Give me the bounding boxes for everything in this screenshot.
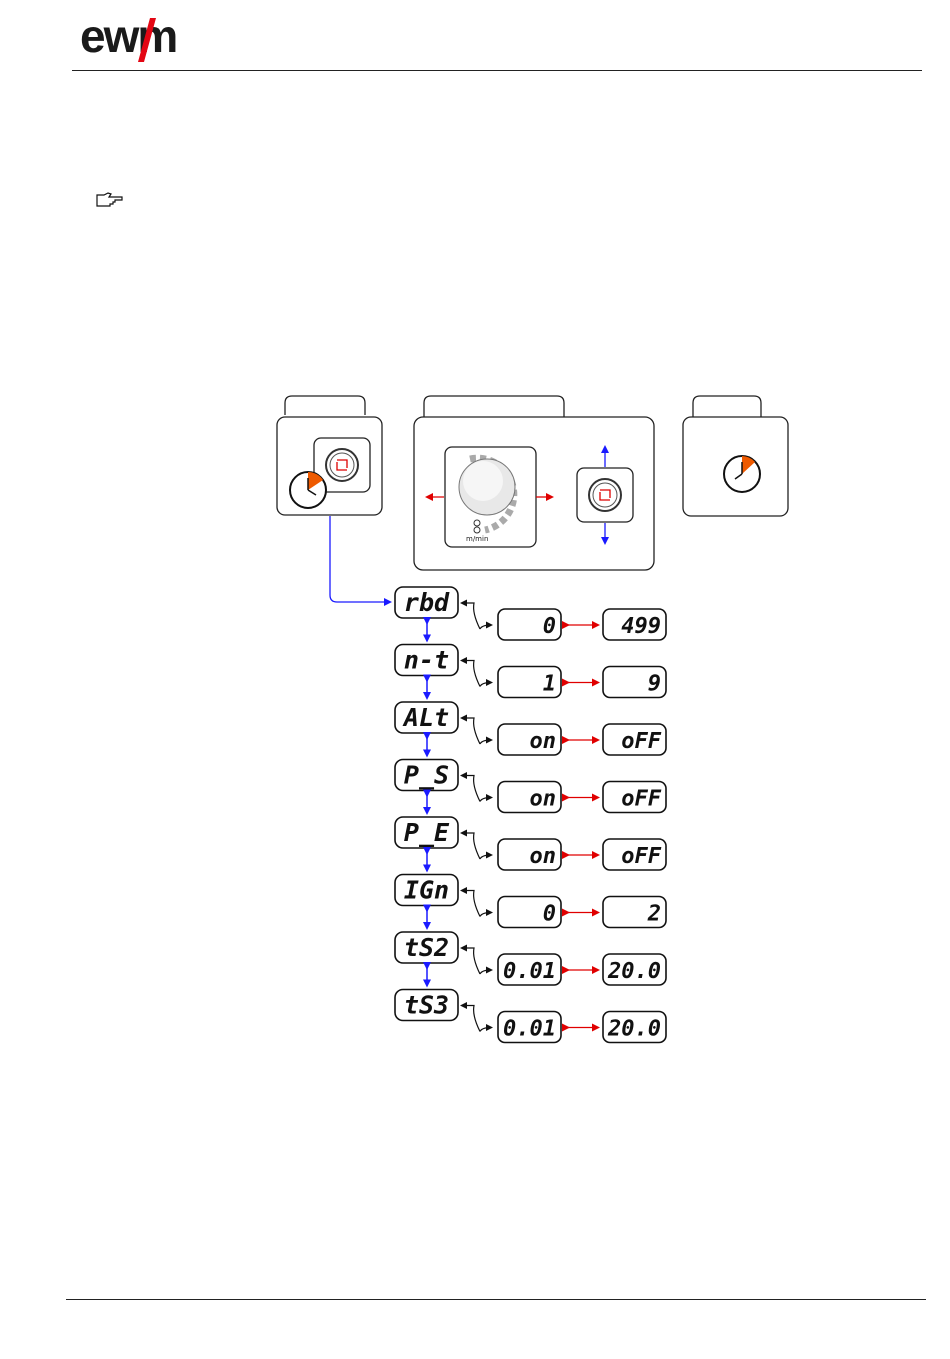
link-arrow: [480, 913, 491, 917]
min-value: on: [530, 729, 557, 754]
parameter-code: P_E: [404, 818, 450, 847]
max-value: oFF: [621, 844, 661, 869]
link-arrow: [480, 855, 491, 859]
knob-unit-label: m/min: [466, 535, 488, 543]
cycle-icon: [326, 449, 358, 481]
cycle-icon: [589, 479, 621, 511]
max-value-display: 20.0: [603, 954, 666, 985]
link-arrow: [462, 1006, 480, 1032]
link-arrow: [480, 740, 491, 744]
min-value-display: 0: [498, 897, 561, 928]
parameter-row: tS2 0.01 20.0: [395, 932, 666, 986]
min-value: 0.01: [503, 1017, 556, 1042]
min-value: 0.01: [503, 959, 556, 984]
max-value-display: 9: [603, 667, 666, 698]
min-value-display: on: [498, 724, 561, 755]
parameter-row: P_Son oFF: [395, 760, 666, 814]
max-value-display: oFF: [603, 839, 666, 870]
link-arrow: [462, 776, 480, 802]
min-value-display: 0: [498, 609, 561, 640]
link-arrow: [480, 683, 491, 687]
max-value: 9: [648, 672, 661, 697]
menu-entry-arrow: [330, 516, 390, 602]
parameter-code-display[interactable]: tS3: [395, 990, 458, 1021]
control-knob-panel[interactable]: m/min: [414, 396, 654, 570]
link-arrow: [462, 603, 480, 629]
link-arrow: [480, 970, 491, 974]
min-value: 1: [543, 672, 556, 697]
min-value-display: 0.01: [498, 954, 561, 985]
parameter-code: IGn: [404, 876, 449, 905]
link-arrow: [480, 1028, 491, 1032]
parameter-code: tS2: [404, 933, 449, 962]
max-value-display: oFF: [603, 782, 666, 813]
parameter-code-display[interactable]: P_S: [395, 760, 458, 791]
max-value: 499: [621, 614, 661, 639]
time-button-panel[interactable]: [277, 396, 382, 515]
min-value-display: on: [498, 782, 561, 813]
parameter-row: rbd 0 499: [395, 587, 666, 641]
parameter-row: ALt on oFF: [395, 702, 666, 756]
parameter-code-display[interactable]: n-t: [395, 645, 458, 676]
parameter-code-display[interactable]: IGn: [395, 875, 458, 906]
min-value-display: 0.01: [498, 1012, 561, 1043]
min-value-display: 1: [498, 667, 561, 698]
parameter-row: IGn 0 2: [395, 875, 666, 929]
max-value: 20.0: [607, 1017, 661, 1042]
link-arrow: [480, 625, 491, 629]
link-arrow: [462, 661, 480, 687]
min-value: 0: [543, 902, 556, 927]
link-arrow: [462, 891, 480, 917]
link-arrow: [462, 833, 480, 859]
parameter-code-display[interactable]: rbd: [395, 587, 458, 618]
clock-icon: [290, 472, 326, 508]
parameter-code: ALt: [402, 703, 449, 732]
max-value-display: oFF: [603, 724, 666, 755]
link-arrow: [480, 798, 491, 802]
min-value: on: [530, 787, 557, 812]
max-value: oFF: [621, 787, 661, 812]
parameter-code-display[interactable]: tS2: [395, 932, 458, 963]
link-arrow: [462, 718, 480, 744]
parameter-code: rbd: [404, 588, 450, 617]
link-arrow: [462, 948, 480, 974]
max-value: 20.0: [607, 959, 661, 984]
time-indicator-panel: [683, 396, 788, 516]
max-value-display: 20.0: [603, 1012, 666, 1043]
parameter-code-display[interactable]: ALt: [395, 702, 458, 733]
parameter-row: tS3 0.01 20.0: [395, 990, 666, 1043]
parameter-row: P_Eon oFF: [395, 817, 666, 871]
max-value-display: 2: [603, 897, 666, 928]
min-value-display: on: [498, 839, 561, 870]
min-value: 0: [543, 614, 556, 639]
clock-icon: [724, 456, 760, 492]
parameter-code: P_S: [404, 761, 449, 790]
max-value: oFF: [621, 729, 661, 754]
parameter-code-display[interactable]: P_E: [395, 817, 458, 848]
max-value-display: 499: [603, 609, 666, 640]
parameter-code: n-t: [404, 646, 449, 675]
parameter-row: n-t 1 9: [395, 645, 666, 699]
max-value: 2: [647, 902, 661, 927]
parameter-code: tS3: [404, 991, 449, 1020]
min-value: on: [530, 844, 557, 869]
